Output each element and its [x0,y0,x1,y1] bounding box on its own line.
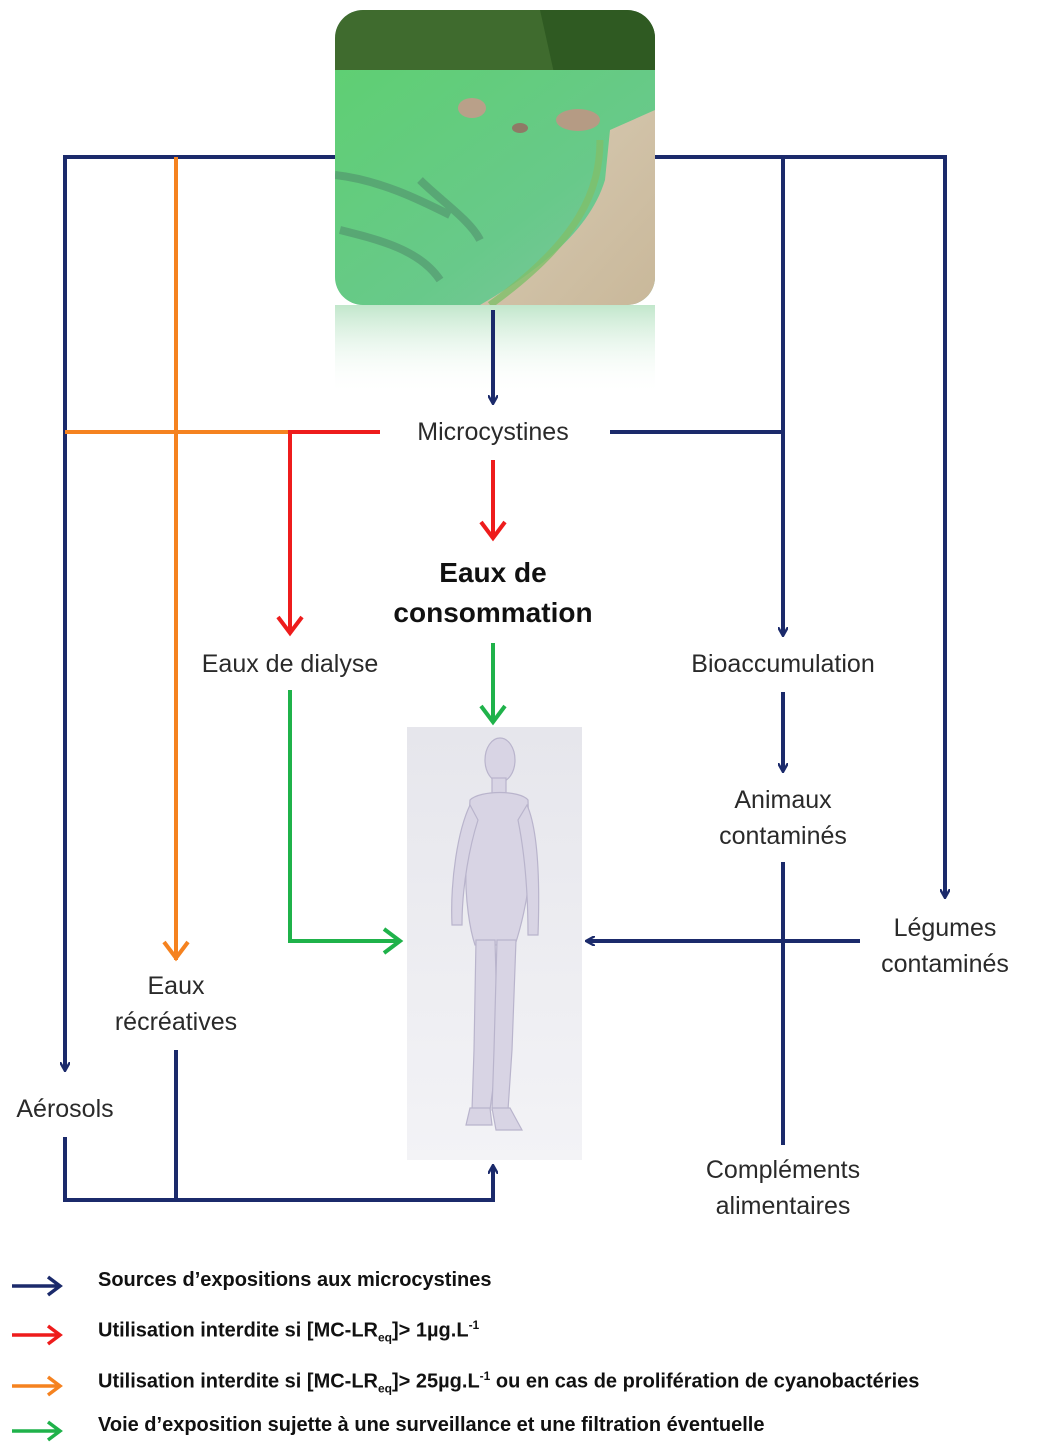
node-microcystines: Microcystines [393,414,593,450]
arrow-red-icon [8,1322,68,1348]
legend-red-sub: eq [378,1331,392,1345]
human-figure [407,727,582,1160]
navy-line-aerosols [65,157,335,1070]
legend-orange-prefix: Utilisation interdite si [MC-LR [98,1371,378,1393]
node-complements-alimentaires: Compléments alimentaires [673,1152,893,1224]
node-eaux-consommation-line2: consommation [363,593,623,633]
legend-text-green: Voie d’exposition sujette à une surveill… [98,1414,764,1437]
node-complements-line2: alimentaires [673,1188,893,1224]
node-animaux-contamines: Animaux contaminés [683,782,883,854]
node-bioaccumulation: Bioaccumulation [672,646,894,682]
node-aerosols: Aérosols [0,1091,130,1127]
legend-red-mid: ]> 1µg.L [392,1320,469,1342]
legend-text-orange: Utilisation interdite si [MC-LReq]> 25µg… [98,1369,919,1396]
green-line-dialyse [290,690,400,941]
legend-row-orange: Utilisation interdite si [MC-LReq]> 25µg… [0,1365,1053,1405]
legend-orange-sup: -1 [480,1369,491,1383]
node-complements-line1: Compléments [673,1152,893,1188]
legend-orange-suffix: ou en cas de prolifération de cyanobacté… [490,1371,919,1393]
legend-orange-sub: eq [378,1382,392,1396]
legend-text-red: Utilisation interdite si [MC-LReq]> 1µg.… [98,1318,479,1345]
node-recreatives-line1: Eaux [96,968,256,1004]
legend-row-green: Voie d’exposition sujette à une surveill… [0,1410,1053,1450]
node-eaux-recreatives: Eaux récréatives [96,968,256,1040]
node-recreatives-line2: récréatives [96,1004,256,1040]
node-eaux-consommation-line1: Eaux de [363,553,623,593]
node-legumes-line1: Légumes [855,910,1035,946]
node-animaux-line2: contaminés [683,818,883,854]
orange-connectors [65,157,290,960]
node-animaux-line1: Animaux [683,782,883,818]
legend-orange-mid: ]> 25µg.L [392,1371,480,1393]
arrow-navy-icon [8,1273,68,1299]
node-legumes-line2: contaminés [855,946,1035,982]
legend-row-navy: Sources d’expositions aux microcystines [0,1265,1053,1305]
node-eaux-dialyse: Eaux de dialyse [180,646,400,682]
legend-red-prefix: Utilisation interdite si [MC-LR [98,1320,378,1342]
node-legumes-contamines: Légumes contaminés [855,910,1035,982]
legend-text-navy: Sources d’expositions aux microcystines [98,1269,491,1292]
arrow-orange-icon [8,1373,68,1399]
node-eaux-consommation: Eaux de consommation [363,553,623,633]
arrow-green-icon [8,1418,68,1444]
legend-row-red: Utilisation interdite si [MC-LReq]> 1µg.… [0,1314,1053,1354]
legend-red-sup: -1 [469,1318,480,1332]
